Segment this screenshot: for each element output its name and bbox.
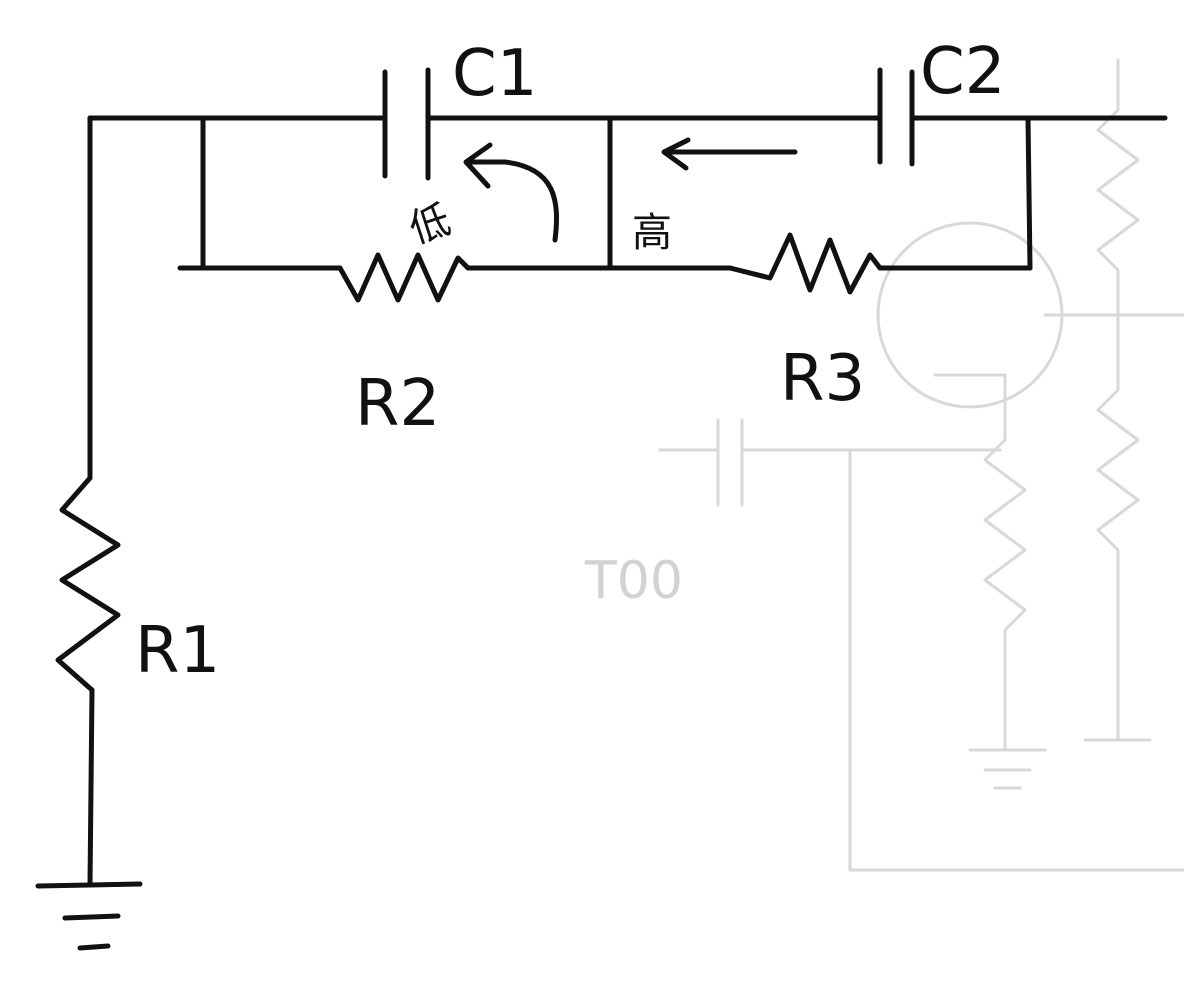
ghost-resistor-right-bottom: [1096, 358, 1140, 742]
ghost-capacitor: [658, 418, 1002, 507]
ground-symbol: [35, 881, 143, 951]
ghost-ground-1: [968, 748, 1047, 790]
high-frequency-annotation: 高: [632, 137, 798, 256]
high-label: 高: [632, 210, 672, 256]
ghost-tube-circle: [876, 221, 1064, 409]
low-arrow-head: [463, 142, 493, 189]
ghost-wire-bottom: [848, 448, 1184, 872]
resistor-r1: R1: [55, 475, 220, 693]
wire-r1-to-ground: [87, 687, 95, 888]
ghost-resistor-middle: [983, 373, 1027, 752]
c1-label: C1: [452, 37, 537, 111]
r1-zigzag: [55, 475, 121, 693]
ghost-wire-tube: [933, 313, 1184, 377]
capacitor-c2: C2: [877, 35, 1005, 167]
bleed-through-sketch: T00: [584, 58, 1184, 872]
resistor-r3: R3: [727, 232, 883, 416]
ground-line-middle: [62, 913, 121, 921]
r3-label: R3: [780, 342, 865, 416]
r2-label: R2: [355, 367, 440, 441]
wire-r3-bypass-right: [1025, 115, 1033, 271]
r3-zigzag: [727, 232, 883, 295]
ground-line-bottom: [77, 943, 111, 951]
resistor-r2: R2: [337, 252, 471, 441]
c2-label: C2: [920, 35, 1005, 109]
r2-zigzag: [337, 252, 471, 303]
wires: [87, 115, 1168, 888]
capacitor-c1: C1: [382, 37, 537, 181]
low-label: 低: [404, 197, 456, 253]
ghost-text: T00: [584, 551, 683, 611]
r1-label: R1: [135, 614, 220, 688]
low-arrow-curve: [467, 159, 560, 243]
high-arrow-head: [661, 137, 691, 171]
ground-line-top: [35, 881, 143, 889]
